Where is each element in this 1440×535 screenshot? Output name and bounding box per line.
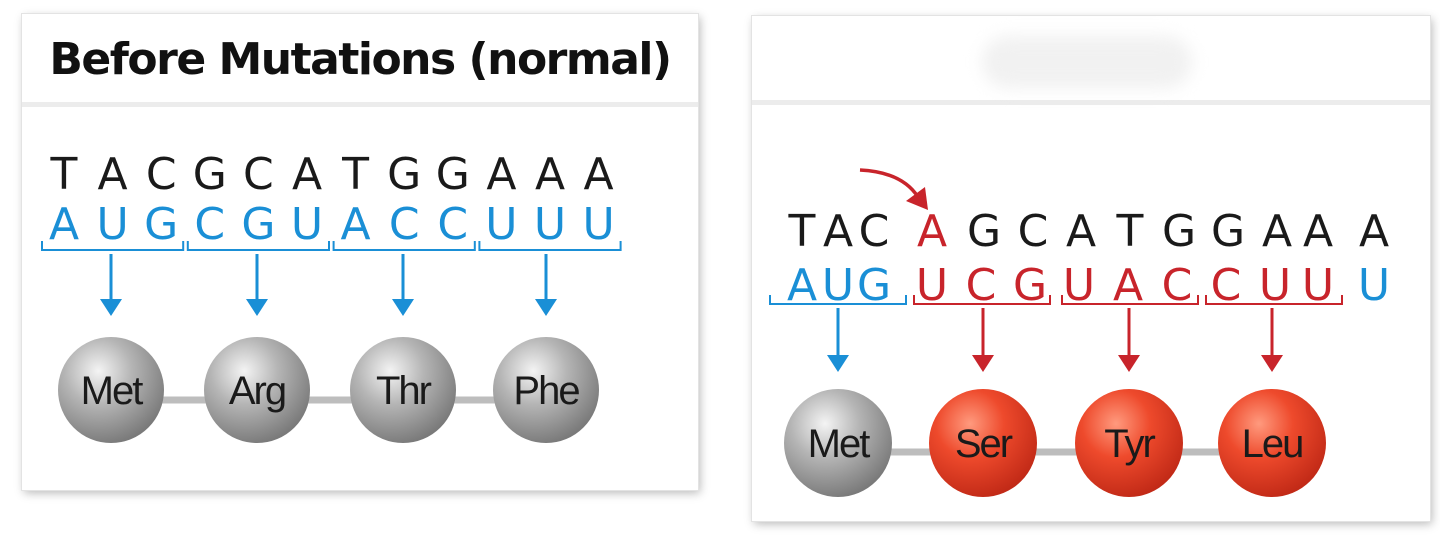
- rna-base: A: [1113, 260, 1143, 311]
- dna-base: T: [341, 149, 369, 200]
- amino-acid-ball: [493, 337, 599, 443]
- dna-base: T: [788, 206, 816, 257]
- obscured-title-area: [982, 36, 1192, 88]
- rna-base: U: [1358, 260, 1390, 311]
- translation-arrow: [1118, 308, 1140, 372]
- amino-acid-ball-label: Arg: [229, 369, 285, 413]
- translation-arrow: [1261, 308, 1283, 372]
- translation-arrow: [392, 254, 414, 316]
- codon-bracket: [478, 241, 622, 251]
- codon-bracket: [1205, 295, 1343, 305]
- translation-arrow: [100, 254, 122, 316]
- dna-base: G: [967, 206, 1001, 257]
- dna-base: A: [486, 149, 516, 200]
- rna-base: U: [534, 199, 566, 250]
- dna-base: A: [584, 149, 614, 200]
- rna-base: U: [582, 199, 614, 250]
- rna-base: C: [437, 199, 468, 250]
- dna-base: A: [1359, 206, 1389, 257]
- amino-acid-ball: [1218, 389, 1326, 497]
- codon-bracket: [913, 295, 1051, 305]
- normal-panel-title: Before Mutations (normal): [49, 34, 672, 85]
- codon-bracket: [186, 241, 330, 251]
- dna-base: A: [1303, 206, 1333, 257]
- amino-acid-ball-label: Leu: [1242, 422, 1303, 466]
- dna-base: C: [243, 149, 274, 200]
- amino-acid-ball-label: Met: [808, 422, 871, 466]
- codon-bracket: [41, 241, 185, 251]
- mutation-panel-header: [752, 16, 1430, 105]
- dna-base: C: [859, 206, 890, 257]
- amino-acid-ball: [204, 337, 310, 443]
- amino-acid-ball: [350, 337, 456, 443]
- rna-base: U: [822, 260, 854, 311]
- amino-acid-ball-label: Ser: [955, 422, 1013, 466]
- dna-base: G: [193, 149, 227, 200]
- dna-base: G: [1211, 206, 1245, 257]
- rna-base: C: [1211, 260, 1242, 311]
- amino-acid-ball-label: Phe: [513, 369, 579, 413]
- rna-base: U: [96, 199, 128, 250]
- amino-acid-ball: [1075, 389, 1183, 497]
- rna-base: U: [291, 199, 323, 250]
- dna-base: T: [50, 149, 78, 200]
- amino-acid-ball-label: Met: [81, 369, 144, 413]
- dna-base: A: [535, 149, 565, 200]
- translation-arrow: [972, 308, 994, 372]
- rna-base: A: [787, 260, 817, 311]
- amino-acid-ball: [929, 389, 1037, 497]
- codon-bracket: [332, 241, 476, 251]
- inserted-base: A: [917, 206, 947, 257]
- rna-base: G: [1013, 260, 1047, 311]
- rna-base: U: [485, 199, 517, 250]
- dna-base: A: [1066, 206, 1096, 257]
- translation-arrow: [246, 254, 268, 316]
- rna-base: C: [1162, 260, 1193, 311]
- rna-base: C: [389, 199, 420, 250]
- insertion-arrow-head: [906, 187, 928, 210]
- amino-acid-ball-label: Thr: [376, 369, 432, 413]
- dna-base: T: [1116, 206, 1144, 257]
- dna-base: G: [1162, 206, 1196, 257]
- rna-base: G: [857, 260, 891, 311]
- amino-acid-ball-label: Tyr: [1104, 422, 1155, 466]
- rna-base: G: [144, 199, 178, 250]
- dna-base: A: [1262, 206, 1292, 257]
- rna-base: C: [966, 260, 997, 311]
- rna-base: C: [194, 199, 225, 250]
- codon-bracket: [1061, 295, 1199, 305]
- normal-panel-header: Before Mutations (normal): [22, 14, 698, 107]
- amino-acid-ball: [58, 337, 164, 443]
- dna-base: G: [387, 149, 421, 200]
- insertion-arrow-line: [859, 168, 920, 198]
- rna-base: U: [916, 260, 948, 311]
- rna-base: U: [1063, 260, 1095, 311]
- rna-base: A: [341, 199, 371, 250]
- dna-base: A: [98, 149, 128, 200]
- rna-base: G: [241, 199, 275, 250]
- amino-acid-ball: [784, 389, 892, 497]
- translation-arrow: [827, 308, 849, 372]
- dna-base: A: [823, 206, 853, 257]
- codon-bracket: [769, 295, 907, 305]
- rna-base: A: [49, 199, 79, 250]
- dna-base: A: [292, 149, 322, 200]
- dna-base: C: [1018, 206, 1049, 257]
- rna-base: U: [1302, 260, 1334, 311]
- translation-arrow: [535, 254, 557, 316]
- dna-base: G: [436, 149, 470, 200]
- dna-base: C: [146, 149, 177, 200]
- rna-base: U: [1259, 260, 1291, 311]
